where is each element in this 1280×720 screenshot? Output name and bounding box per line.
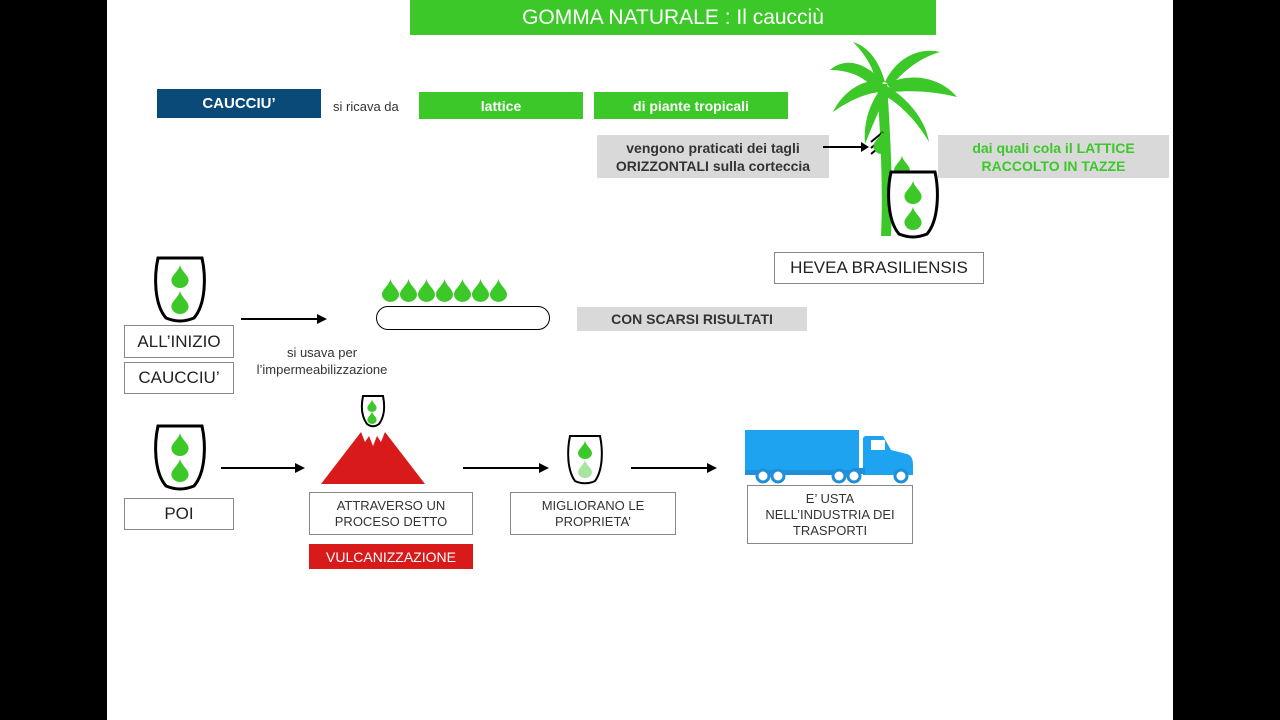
- cup-icon: [154, 424, 206, 491]
- cup-icon: [154, 256, 206, 323]
- tagli-line2: ORIZZONTALI sulla corteccia: [615, 157, 811, 174]
- arrow-right-icon: [463, 463, 549, 473]
- piante-tropicali-label: di piante tropicali: [594, 92, 788, 119]
- slide: GOMMA NATURALE : Il caucciù CAUCCIU’ si …: [107, 0, 1173, 720]
- page-title: GOMMA NATURALE : Il caucciù: [410, 0, 936, 35]
- use-line3: TRASPORTI: [792, 522, 868, 538]
- usage-text: si usava per l’impermeabilizzazione: [237, 344, 407, 378]
- truck-icon: [745, 430, 913, 484]
- arrow-to-tree-icon: [823, 142, 869, 152]
- tagli-box: vengono praticati dei tagli ORIZZONTALI …: [597, 135, 829, 178]
- use-line1: E’ USTA: [805, 490, 855, 506]
- arrow-right-icon: [631, 463, 717, 473]
- si-ricava-da-text: si ricava da: [333, 99, 399, 114]
- arrow-right-icon: [221, 463, 305, 473]
- arrow-right-icon: [241, 314, 327, 324]
- use-line2: NELL’INDUSTRIA DEI: [765, 506, 895, 522]
- usage-line1: si usava per: [286, 345, 358, 360]
- cola-line2: RACCOLTO IN TAZZE: [981, 157, 1126, 174]
- usage-line2: l’impermeabilizzazione: [256, 362, 388, 377]
- scarsi-risultati-box: CON SCARSI RISULTATI: [577, 307, 807, 331]
- caucciu-inizio-label: CAUCCIU’: [124, 362, 234, 394]
- process-line1: ATTRAVERSO UN: [336, 497, 446, 513]
- processo-box: ATTRAVERSO UN PROCESO DETTO: [309, 492, 473, 535]
- improve-line2: PROPRIETA’: [554, 513, 632, 529]
- tagli-line1: vengono praticati dei tagli: [626, 139, 800, 156]
- cup-icon: [567, 435, 603, 485]
- vulcanizzazione-label: VULCANIZZAZIONE: [309, 544, 473, 569]
- caucciu-label: CAUCCIU’: [157, 89, 321, 118]
- tree-name-label: HEVEA BRASILIENSIS: [774, 252, 984, 284]
- cola-line1: dai quali cola il LATTICE: [972, 139, 1135, 156]
- volcano-icon: [321, 395, 425, 484]
- latex-drops-row-icon: [382, 278, 507, 302]
- fabric-icon: [376, 306, 550, 330]
- process-line2: PROCESO DETTO: [334, 513, 448, 529]
- lattice-label: lattice: [419, 92, 583, 119]
- trasporti-box: E’ USTA NELL’INDUSTRIA DEI TRASPORTI: [747, 485, 913, 544]
- latex-drop-icon: [873, 130, 891, 154]
- poi-label: POI: [124, 498, 234, 530]
- lattice-raccolto-box: dai quali cola il LATTICE RACCOLTO IN TA…: [938, 135, 1169, 178]
- migliorano-box: MIGLIORANO LE PROPRIETA’: [510, 492, 676, 535]
- cup-icon: [887, 170, 939, 239]
- improve-line1: MIGLIORANO LE: [541, 497, 645, 513]
- all-inizio-label: ALL’INIZIO: [124, 325, 234, 358]
